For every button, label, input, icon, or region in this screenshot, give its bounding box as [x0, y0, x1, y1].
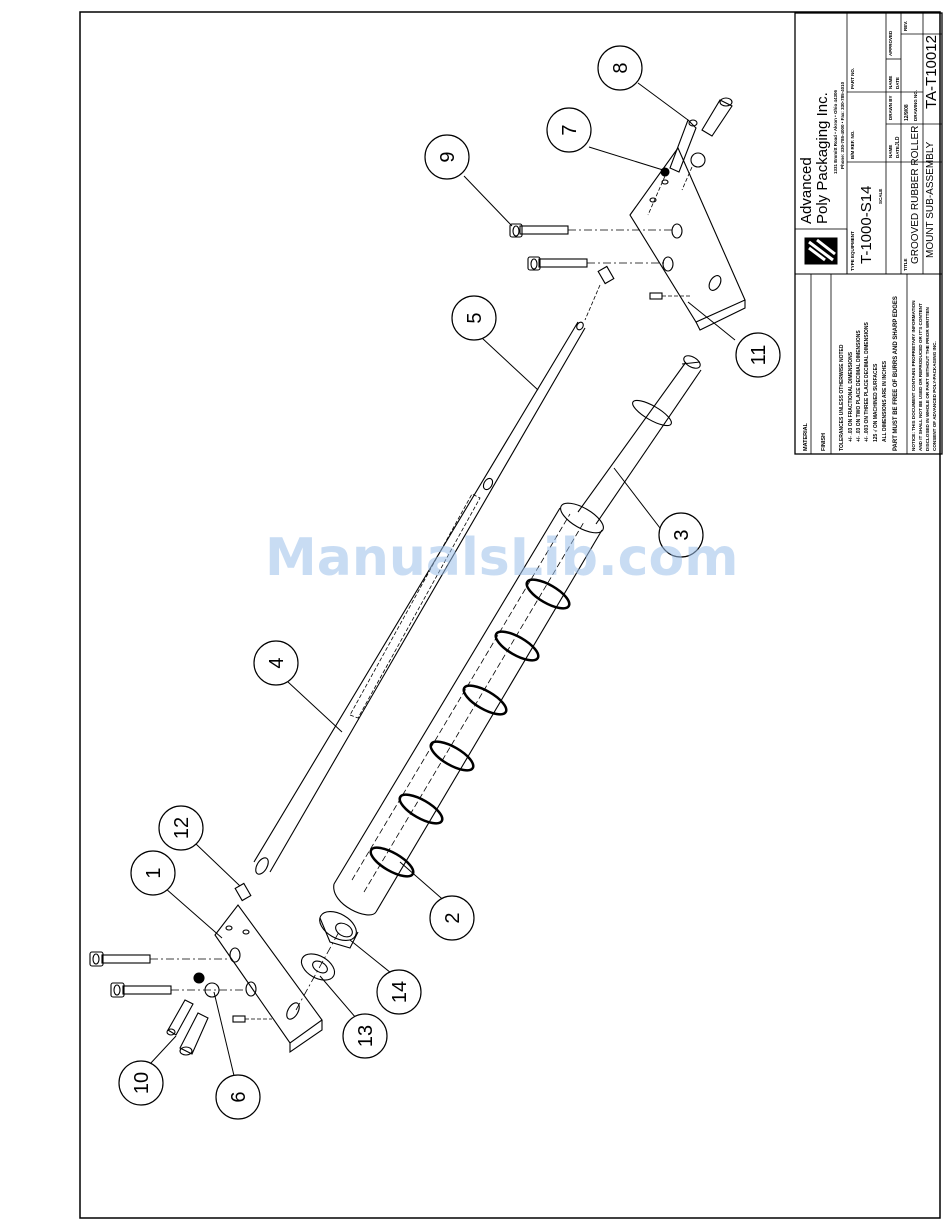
- drawn-date: 12/9/08: [904, 104, 910, 121]
- screw-part-9: [509, 223, 675, 271]
- balloon-6: 6: [215, 1074, 261, 1120]
- drawing-number: TA-T10012: [923, 35, 940, 109]
- proprietary-notice: NOTICE: THIS DOCUMENT CONTAINS PROPRIETA…: [911, 300, 937, 451]
- drawing-title-line1: GROOVED RUBBER ROLLER: [910, 126, 921, 264]
- svg-text:6: 6: [228, 1091, 250, 1102]
- svg-text:+/- .03 ON TWO PLACE DECIMAL D: +/- .03 ON TWO PLACE DECIMAL DIMENSIONS: [856, 330, 862, 442]
- fasteners-part-6-10: [166, 972, 220, 1056]
- fasteners-part-7-8: [647, 97, 733, 216]
- svg-text:CONSENT OF ADVANCED POLY-PACKA: CONSENT OF ADVANCED POLY-PACKAGING INC.: [932, 341, 937, 451]
- manualslib-watermark: ManualsLib.com: [265, 528, 739, 588]
- leader-lines: [149, 82, 736, 1085]
- drawn-name: JLD: [895, 136, 901, 146]
- approved-label: APPROVED: [888, 30, 893, 56]
- balloon-3: 3: [658, 512, 704, 558]
- balloon-7: 7: [546, 107, 592, 153]
- pin-right: [584, 265, 615, 321]
- svg-text:12: 12: [171, 817, 193, 839]
- svg-text:1: 1: [143, 867, 165, 878]
- svg-text:7: 7: [559, 124, 581, 135]
- screw-left-lower: [110, 982, 246, 998]
- date-label-2: DATE: [895, 77, 900, 89]
- shaft-part-4: [253, 321, 586, 875]
- svg-text:3: 3: [671, 529, 693, 540]
- part-balloons: 1 2 3 4 5 6 7 8: [118, 45, 781, 1120]
- svg-text:8: 8: [610, 62, 632, 73]
- material-label: MATERIAL: [803, 422, 809, 451]
- svg-text:DISCLOSED IN WHOLE OR PART WIT: DISCLOSED IN WHOLE OR PART WITHOUT THE P…: [925, 306, 930, 451]
- company-logo: [804, 237, 838, 265]
- washer-part-13: [300, 953, 336, 981]
- drawing-title-line2: MOUNT SUB-ASSEMBLY: [925, 141, 936, 258]
- drawing-no-label: DRAWING NO.: [913, 90, 918, 121]
- roller-shaft-part-3: [577, 355, 702, 525]
- svg-text:NOTICE: THIS DOCUMENT CONTAINS: NOTICE: THIS DOCUMENT CONTAINS PROPRIETA…: [911, 300, 916, 451]
- bom-ref-label: B/M REF. NO.: [850, 130, 855, 159]
- finish-label: FINISH: [821, 433, 827, 451]
- scale-label: SCALE: [878, 189, 883, 204]
- svg-text:9: 9: [437, 151, 459, 162]
- svg-text:+/- .003 ON THREE PLACE DECIMA: +/- .003 ON THREE PLACE DECIMAL DIMENSIO…: [864, 322, 870, 442]
- screw-left-upper: [89, 951, 230, 967]
- balloon-13: 13: [342, 1013, 388, 1059]
- date-label: DATE: [895, 146, 900, 158]
- svg-text:TOLERANCES UNLESS OTHERWISE NO: TOLERANCES UNLESS OTHERWISE NOTED: [839, 344, 845, 451]
- balloon-9: 9: [424, 134, 470, 180]
- balloon-11: 11: [735, 332, 781, 378]
- svg-text:125 √ ON MACHINED SURFACES: 125 √ ON MACHINED SURFACES: [873, 363, 879, 442]
- company-name-line1: Advanced: [798, 157, 815, 224]
- mount-block-left: [214, 904, 323, 1054]
- svg-text:2: 2: [442, 912, 464, 923]
- drawn-by-label: DRAWN BY: [888, 96, 893, 121]
- balloon-8: 8: [597, 45, 643, 91]
- spacer-part-14: [319, 911, 359, 949]
- pin-part-12: [234, 882, 252, 902]
- svg-text:5: 5: [464, 312, 486, 323]
- balloon-12: 12: [158, 805, 204, 851]
- roller-part-2: [333, 502, 604, 916]
- title-label: TITLE: [903, 259, 908, 272]
- balloon-2: 2: [429, 895, 475, 941]
- svg-text:AND IT SHALL NOT BE USED OR RE: AND IT SHALL NOT BE USED OR REPRODUCED O…: [918, 303, 923, 451]
- exploded-assembly: [89, 97, 746, 1056]
- balloon-1: 1: [130, 850, 176, 896]
- type-equipment-label: TYPE EQUIPMENT: [850, 231, 855, 271]
- svg-text:11: 11: [748, 345, 770, 366]
- company-name-line2: Poly Packaging Inc.: [814, 92, 831, 224]
- mount-block-right: [629, 146, 746, 331]
- svg-text:ALL DIMENSIONS ARE IN INCHES: ALL DIMENSIONS ARE IN INCHES: [882, 360, 888, 442]
- equipment-model: T-1000-S14: [858, 186, 875, 264]
- svg-text:+/- .03 ON FRACTIONAL DIMENSIO: +/- .03 ON FRACTIONAL DIMENSIONS: [848, 351, 854, 442]
- title-block: [794, 12, 943, 455]
- balloon-14: 14: [376, 969, 422, 1015]
- svg-text:PART MUST BE FREE OF BURRS AND: PART MUST BE FREE OF BURRS AND SHARP EDG…: [893, 296, 899, 451]
- svg-text:10: 10: [131, 1072, 153, 1094]
- company-address: 1331 Emmitt Road • Akron • Ohio 44306: [833, 89, 838, 174]
- part-no-label: PART NO.: [850, 68, 855, 89]
- svg-text:4: 4: [266, 657, 288, 668]
- name-label: NAME: [888, 145, 893, 158]
- balloon-4: 4: [253, 640, 299, 686]
- svg-text:14: 14: [389, 981, 411, 1003]
- tolerances-notes: TOLERANCES UNLESS OTHERWISE NOTED +/- .0…: [839, 296, 899, 451]
- drawing-border: [79, 11, 941, 1219]
- balloon-5: 5: [451, 295, 497, 341]
- name-label-2: NAME: [888, 76, 893, 89]
- balloon-10: 10: [118, 1060, 164, 1106]
- rev-label: REV.: [903, 21, 908, 31]
- svg-text:13: 13: [355, 1025, 377, 1047]
- company-phone: Phone: 330-785-4000 • Fax: 330-785-4010: [840, 81, 845, 169]
